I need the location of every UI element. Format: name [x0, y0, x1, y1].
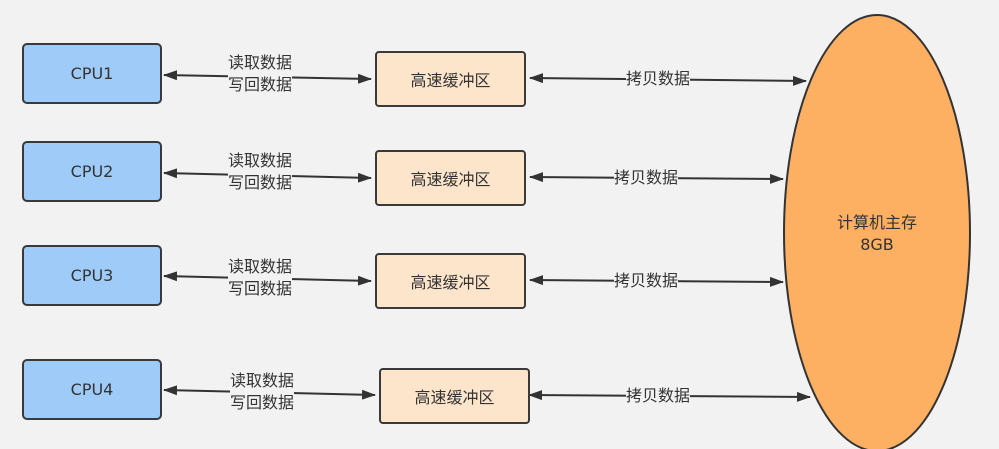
- copy-data-label: 拷贝数据: [614, 167, 679, 189]
- main-memory-title: 计算机主存: [836, 213, 917, 232]
- cache-box: 高速缓冲区: [379, 368, 530, 424]
- cpu-box: CPU4: [22, 359, 162, 420]
- read-write-label: 读取数据 写回数据: [228, 150, 293, 194]
- main-memory-label: 计算机主存 8GB: [782, 212, 972, 256]
- read-write-label: 读取数据 写回数据: [228, 52, 293, 96]
- write-back-label: 写回数据: [228, 173, 293, 192]
- write-back-label: 写回数据: [228, 75, 293, 94]
- write-back-label: 写回数据: [228, 279, 293, 298]
- read-data-label: 读取数据: [230, 371, 295, 390]
- cache-box: 高速缓冲区: [375, 51, 526, 107]
- read-write-label: 读取数据 写回数据: [230, 370, 295, 414]
- main-memory-ellipse: [783, 14, 971, 449]
- copy-data-label: 拷贝数据: [626, 68, 691, 90]
- read-write-label: 读取数据 写回数据: [228, 256, 293, 300]
- write-back-label: 写回数据: [230, 393, 295, 412]
- cpu-box: CPU1: [22, 43, 162, 104]
- cpu-box: CPU2: [22, 141, 162, 202]
- read-data-label: 读取数据: [228, 151, 293, 170]
- cache-box: 高速缓冲区: [375, 150, 526, 206]
- copy-data-label: 拷贝数据: [626, 385, 691, 407]
- main-memory-size: 8GB: [860, 235, 894, 254]
- copy-data-label: 拷贝数据: [614, 270, 679, 292]
- read-data-label: 读取数据: [228, 257, 293, 276]
- cpu-box: CPU3: [22, 245, 162, 306]
- read-data-label: 读取数据: [228, 53, 293, 72]
- cache-box: 高速缓冲区: [375, 253, 526, 309]
